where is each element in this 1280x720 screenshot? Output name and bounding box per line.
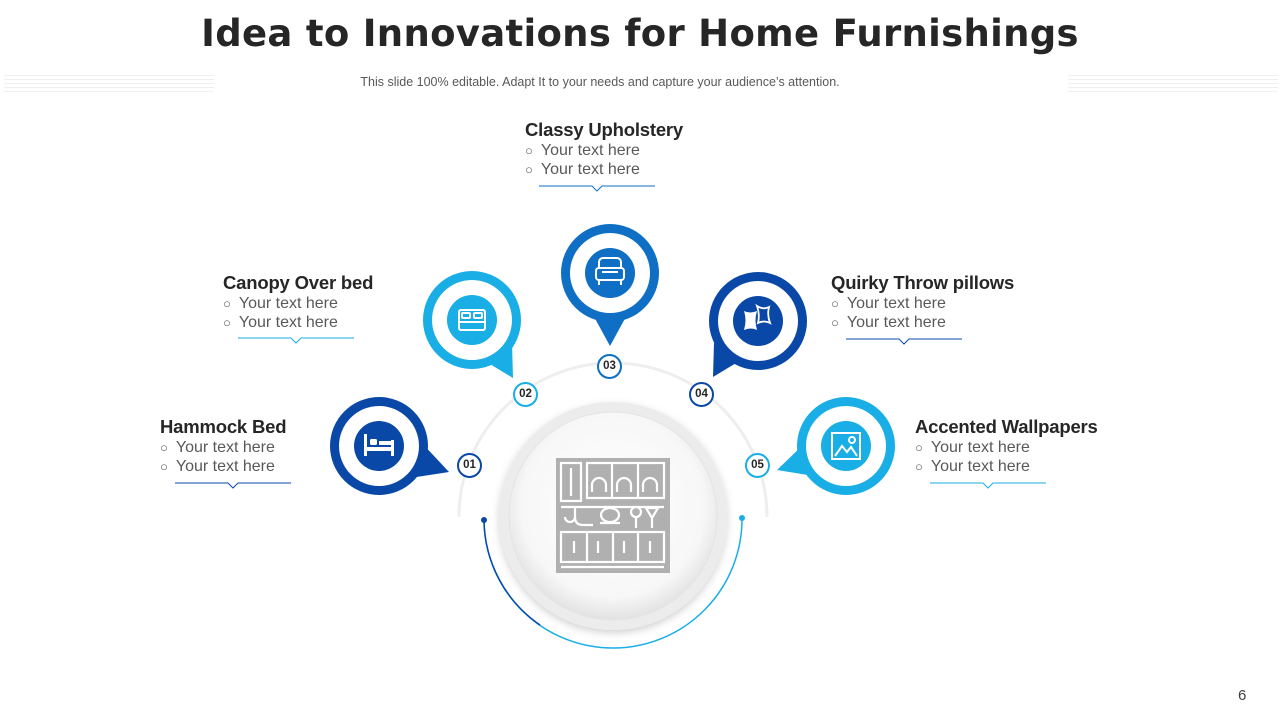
pin-02 bbox=[423, 271, 521, 378]
canopy-bed-icon bbox=[458, 309, 486, 331]
bullet-icon: ○ bbox=[223, 296, 231, 311]
step-number-03: 03 bbox=[597, 354, 622, 379]
item-title: Hammock Bed bbox=[160, 416, 287, 437]
home-furnishings-icon bbox=[556, 458, 670, 573]
bullet-icon: ○ bbox=[223, 315, 231, 330]
underline-05 bbox=[930, 482, 1046, 489]
pin-01 bbox=[330, 397, 449, 495]
bullet-icon: ○ bbox=[160, 459, 168, 474]
item-title: Accented Wallpapers bbox=[915, 416, 1098, 437]
underline-03 bbox=[539, 185, 655, 192]
bullet-icon: ○ bbox=[525, 143, 533, 158]
bullet-icon: ○ bbox=[915, 459, 923, 474]
step-number-02: 02 bbox=[513, 382, 538, 407]
decorative-lines-right bbox=[1068, 72, 1278, 94]
item-bullet: ○Your text here bbox=[160, 439, 275, 456]
arc-dot-left bbox=[481, 517, 487, 523]
bullet-icon: ○ bbox=[915, 440, 923, 455]
item-canopy-over-bed: Canopy Over bed ○Your text here ○Your te… bbox=[223, 272, 373, 332]
item-bullet: ○Your text here bbox=[915, 458, 1030, 475]
item-bullet: ○Your text here bbox=[223, 314, 338, 331]
underline-02 bbox=[238, 337, 354, 344]
bullet-icon: ○ bbox=[831, 296, 839, 311]
bullet-icon: ○ bbox=[831, 315, 839, 330]
item-bullet: ○Your text here bbox=[831, 314, 946, 331]
item-quirky-throw-pillows: Quirky Throw pillows ○Your text here ○Yo… bbox=[831, 272, 1014, 332]
item-title: Canopy Over bed bbox=[223, 272, 374, 293]
armchair-icon bbox=[595, 257, 625, 285]
decorative-lines-left bbox=[4, 72, 214, 94]
step-number-04: 04 bbox=[689, 382, 714, 407]
slide-subtitle: This slide 100% editable. Adapt It to yo… bbox=[360, 75, 840, 89]
underline-01 bbox=[175, 482, 291, 489]
step-number-05: 05 bbox=[745, 453, 770, 478]
item-bullet: ○Your text here bbox=[223, 295, 338, 312]
pin-05 bbox=[777, 397, 895, 495]
item-bullet: ○Your text here bbox=[525, 142, 640, 159]
item-title: Quirky Throw pillows bbox=[831, 272, 1015, 293]
slide-title: Idea to Innovations for Home Furnishings bbox=[201, 12, 1079, 55]
arc-dot-right bbox=[739, 515, 745, 521]
item-accented-wallpapers: Accented Wallpapers ○Your text here ○You… bbox=[915, 416, 1098, 476]
item-bullet: ○Your text here bbox=[831, 295, 946, 312]
item-hammock-bed: Hammock Bed ○Your text here ○Your text h… bbox=[160, 416, 287, 476]
wallpaper-icon bbox=[831, 432, 861, 460]
step-number-01: 01 bbox=[457, 453, 482, 478]
pin-04 bbox=[709, 272, 807, 377]
item-bullet: ○Your text here bbox=[160, 458, 275, 475]
bullet-icon: ○ bbox=[525, 162, 533, 177]
pillows-icon bbox=[744, 303, 772, 330]
item-bullet: ○Your text here bbox=[915, 439, 1030, 456]
bullet-icon: ○ bbox=[160, 440, 168, 455]
bottom-arc-dark bbox=[483, 519, 541, 626]
underline-04 bbox=[846, 338, 962, 345]
pin-03 bbox=[561, 224, 659, 346]
item-title: Classy Upholstery bbox=[525, 119, 684, 140]
item-classy-upholstery: Classy Upholstery ○Your text here ○Your … bbox=[525, 119, 683, 179]
page-number: 6 bbox=[1238, 687, 1247, 704]
bed-icon bbox=[364, 434, 394, 456]
item-bullet: ○Your text here bbox=[525, 161, 640, 178]
